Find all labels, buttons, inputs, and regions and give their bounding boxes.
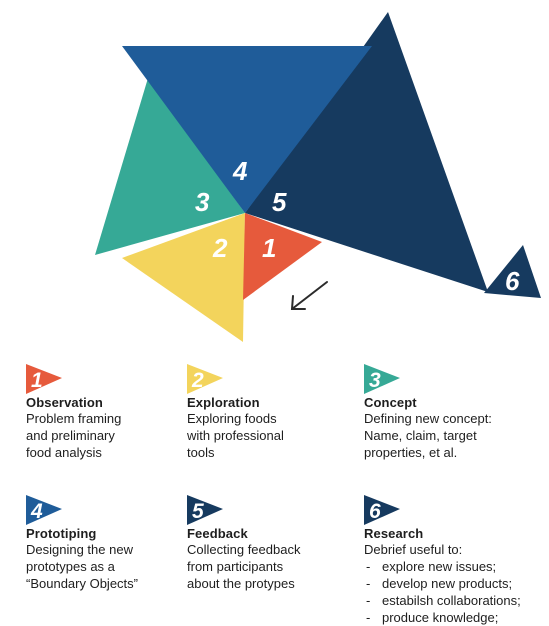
- step-4-description: Designing the new prototypes as a “Bound…: [26, 542, 138, 591]
- step-research: 6 Research Debrief useful to: explore ne…: [364, 495, 549, 626]
- segment-6-number: 6: [505, 266, 520, 296]
- svg-text:1: 1: [31, 369, 43, 392]
- segment-1-number: 1: [262, 233, 276, 263]
- step-5-title: Feedback: [187, 526, 248, 541]
- step-6-badge: 6: [364, 495, 400, 525]
- svg-text:3: 3: [369, 369, 381, 392]
- step-1-title: Observation: [26, 395, 103, 410]
- step-feedback: 5 Feedback Collecting feedback from part…: [187, 495, 372, 592]
- step-6-title: Research: [364, 526, 424, 541]
- process-diagram: 1 2 3 4 5 6: [95, 12, 541, 342]
- list-item: estabilsh collaborations;: [364, 592, 549, 609]
- step-3-description: Defining new concept: Name, claim, targe…: [364, 411, 492, 460]
- step-3-badge: 3: [364, 364, 400, 394]
- segment-2-triangle: [122, 213, 245, 342]
- segment-4-number: 4: [232, 156, 248, 186]
- step-4-badge: 4: [26, 495, 62, 525]
- step-5-badge: 5: [187, 495, 223, 525]
- svg-text:2: 2: [191, 369, 204, 392]
- segment-3-number: 3: [195, 187, 210, 217]
- step-1-badge: 1: [26, 364, 62, 394]
- segment-4-triangle: [122, 46, 372, 213]
- step-3-title: Concept: [364, 395, 417, 410]
- segment-3-triangle: [95, 78, 245, 255]
- step-prototiping: 4 Prototiping Designing the new prototyp…: [26, 495, 211, 592]
- step-2-badge: 2: [187, 364, 223, 394]
- segment-6-triangle: [484, 245, 541, 298]
- step-2-description: Exploring foods with professional tools: [187, 411, 284, 460]
- segment-5-number: 5: [272, 187, 287, 217]
- segment-2-number: 2: [212, 233, 228, 263]
- step-concept: 3 Concept Defining new concept: Name, cl…: [364, 364, 549, 461]
- step-2-title: Exploration: [187, 395, 260, 410]
- svg-text:5: 5: [192, 500, 204, 523]
- step-observation: 1 Observation Problem framing and prelim…: [26, 364, 211, 461]
- step-6-description: Debrief useful to:: [364, 542, 463, 557]
- segment-1-triangle: [243, 213, 322, 300]
- step-exploration: 2 Exploration Exploring foods with profe…: [187, 364, 372, 461]
- svg-text:6: 6: [369, 500, 381, 523]
- segment-5-triangle: [245, 12, 488, 292]
- list-item: explore new issues;: [364, 558, 549, 575]
- arrow-down-left-icon: [290, 281, 328, 310]
- svg-text:4: 4: [30, 500, 43, 523]
- step-1-description: Problem framing and preliminary food ana…: [26, 411, 122, 460]
- step-4-title: Prototiping: [26, 526, 97, 541]
- step-6-list: explore new issues; develop new products…: [364, 558, 549, 626]
- step-5-description: Collecting feedback from participants ab…: [187, 542, 301, 591]
- list-item: produce knowledge;: [364, 609, 549, 626]
- list-item: develop new products;: [364, 575, 549, 592]
